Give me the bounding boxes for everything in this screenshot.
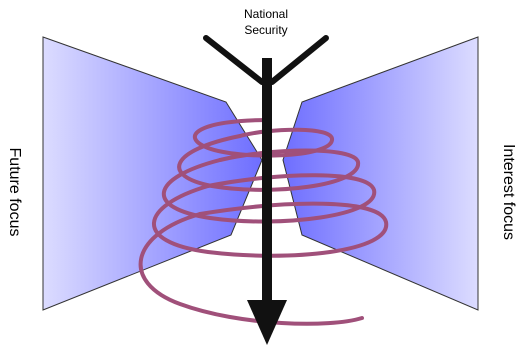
arrow-shaft (262, 58, 272, 304)
spiral-coil-4 (152, 184, 389, 258)
arrow-head (247, 300, 287, 345)
right-funnel (282, 36, 479, 311)
national-security-line2: Security (244, 23, 288, 37)
spiral (138, 118, 389, 326)
spiral-coil-1 (193, 118, 334, 158)
interest-focus-label: Interest focus (500, 143, 517, 241)
spiral-coil-3 (162, 158, 377, 224)
national-security-label: National Security (218, 6, 314, 38)
arrow (203, 35, 329, 345)
spiral-coil-5 (138, 212, 364, 326)
arrow-right-branch (269, 35, 329, 85)
left-funnel (42, 36, 263, 311)
spiral-coil-2 (177, 134, 360, 192)
arrow-left-branch (203, 35, 265, 85)
national-security-line1: National (243, 7, 289, 21)
future-focus-label: Future focus (6, 147, 23, 237)
